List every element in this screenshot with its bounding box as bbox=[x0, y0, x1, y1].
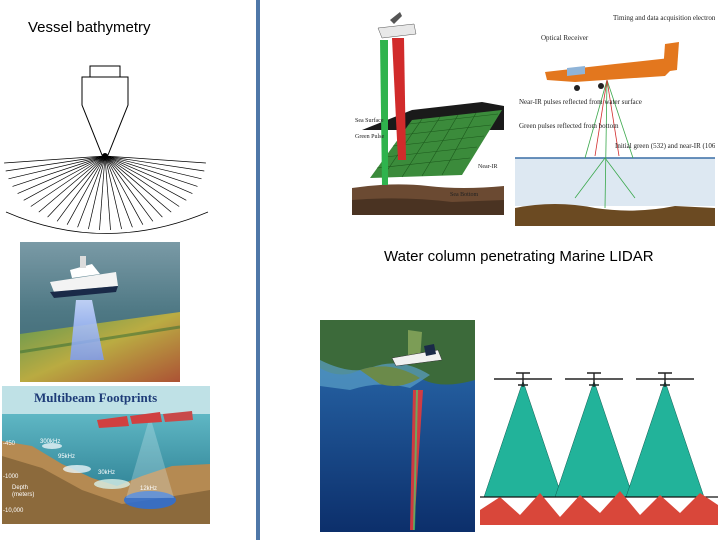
multibeam-fan-diagram bbox=[0, 60, 215, 240]
multibeam-footprints-diagram: Multibeam Footprints -450 -1000 -10,000 … bbox=[2, 386, 210, 524]
fan-origin bbox=[102, 153, 108, 159]
sonar-beam bbox=[105, 156, 179, 207]
vessel-bathymetry-title: Vessel bathymetry bbox=[28, 19, 151, 36]
label-timing: Timing and data acquisition electronics bbox=[613, 14, 715, 22]
scene-label-near-ir: Near-IR bbox=[478, 164, 498, 170]
marine-lidar-title: Water column penetrating Marine LIDAR bbox=[384, 248, 654, 265]
scene-label-sea-bottom: Sea Bottom bbox=[450, 192, 478, 198]
fan-arc bbox=[6, 212, 208, 234]
sonar-beam bbox=[18, 156, 105, 194]
lidar-cones bbox=[484, 381, 704, 497]
aircraft-icons bbox=[494, 373, 694, 387]
depth-tick-10000: -10,000 bbox=[3, 508, 24, 514]
scene-label-sea-surface: Sea Surface bbox=[355, 117, 384, 124]
multibeam-title: Multibeam Footprints bbox=[34, 390, 157, 405]
sonar-beam-fan bbox=[4, 156, 208, 234]
label-near-ir-reflected: Near-IR pulses reflected from water surf… bbox=[519, 98, 642, 106]
survey-ship-photo bbox=[20, 242, 180, 382]
depth-tick-1000: -1000 bbox=[3, 474, 19, 480]
transducer-top bbox=[90, 66, 120, 77]
transducer-body bbox=[82, 77, 128, 155]
aerial-lidar-photo bbox=[320, 320, 475, 532]
label-initial-pulses: Initial green (532) and near-IR (1064 nm… bbox=[615, 142, 715, 150]
label-optical-receiver: Optical Receiver bbox=[541, 34, 589, 42]
sonar-beam bbox=[105, 156, 192, 194]
label-green-reflected: Green pulses reflected from bottom bbox=[519, 122, 619, 130]
depth-unit: (meters) bbox=[12, 492, 34, 498]
sonar-beam bbox=[31, 156, 105, 207]
lidar-cone-swaths bbox=[480, 365, 718, 525]
depth-tick-450: -450 bbox=[3, 441, 16, 447]
frequency-label-30khz: 30kHz bbox=[98, 470, 115, 476]
scene-label-green-pulse: Green Pulse bbox=[355, 134, 384, 140]
frequency-label-12khz: 12kHz bbox=[140, 486, 157, 492]
plane-laser-diagram: Timing and data acquisition electronics … bbox=[515, 8, 715, 226]
frequency-label-95khz: 95kHz bbox=[58, 454, 75, 460]
frequency-label-300khz: 300kHz bbox=[40, 439, 60, 445]
depth-label: Depth bbox=[12, 485, 28, 491]
vertical-divider bbox=[256, 0, 260, 540]
lidar-scene-illustration: Sea Surface Green Pulse Near-IR Sea Bott… bbox=[352, 10, 504, 215]
